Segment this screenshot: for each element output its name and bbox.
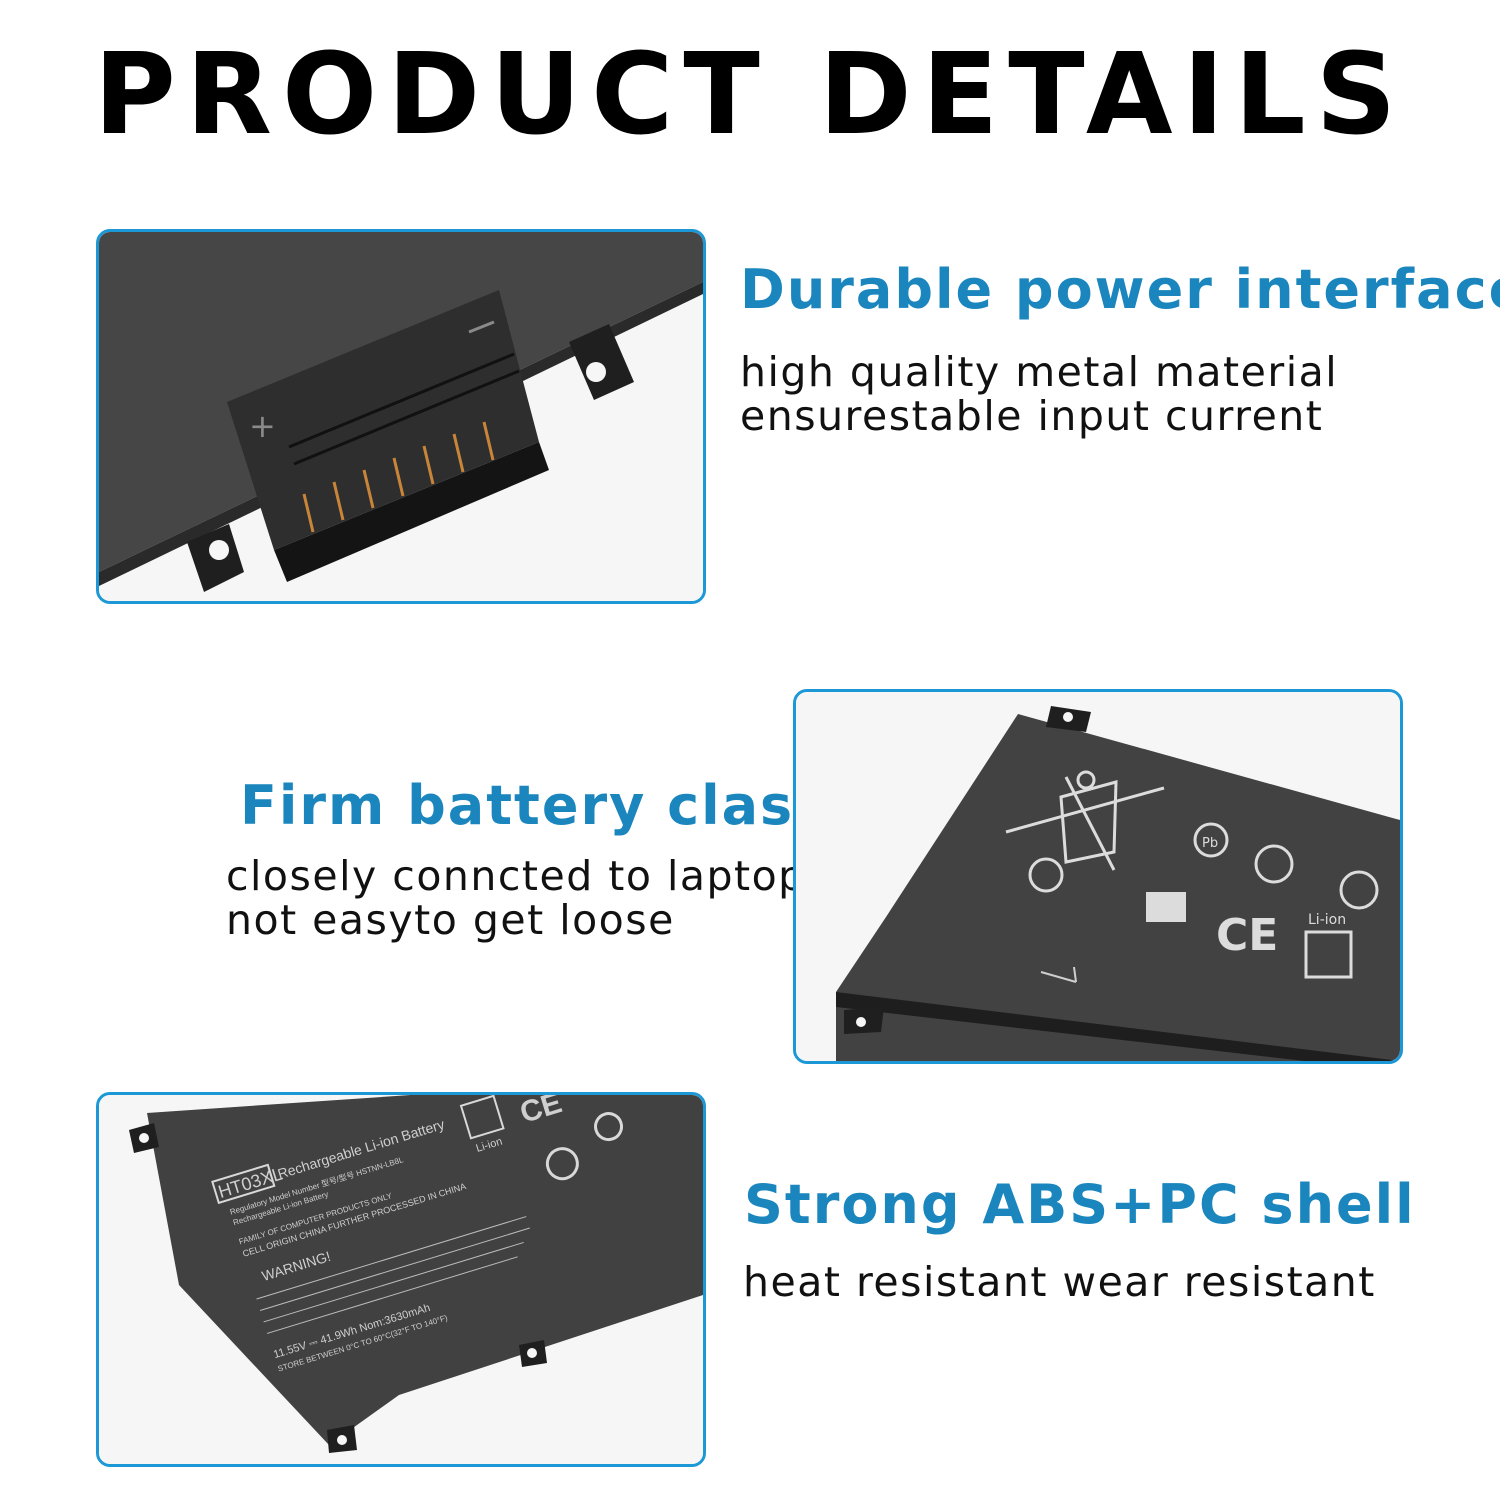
feature-desc-power-interface: high quality metal material ensurestable…	[740, 350, 1338, 438]
battery-label-logos: CE Li-ion	[1146, 892, 1353, 979]
svg-text:Pb: Pb	[1202, 836, 1218, 851]
feature-desc-line: closely conncted to laptop	[226, 852, 806, 900]
feature-heading-power-interface: Durable power interface	[740, 258, 1500, 321]
feature-desc-abs-pc-shell: heat resistant wear resistant	[743, 1260, 1376, 1304]
feature-heading-abs-pc-shell: Strong ABS+PC shell	[744, 1173, 1416, 1236]
wheelie-bin-icon	[1005, 770, 1165, 871]
connector-pins	[302, 421, 495, 533]
abs-pc-shell-image: HT03XL Rechargeable Li-ion Battery Regul…	[96, 1092, 706, 1467]
ce-mark: CE	[1216, 910, 1278, 961]
li-ion-mark: Li-ion	[1308, 912, 1346, 928]
feature-desc-line: high quality metal material	[740, 348, 1339, 396]
battery-clasp-image: Pb CE Li-ion	[793, 689, 1403, 1064]
feature-desc-line: not easyto get loose	[226, 896, 675, 944]
feature-heading-battery-clasp: Firm battery clasp	[240, 774, 835, 837]
feature-desc-line: ensurestable input current	[740, 392, 1324, 440]
feature-desc-line: heat resistant wear resistant	[743, 1258, 1376, 1306]
power-interface-image: +	[96, 229, 706, 604]
feature-desc-battery-clasp: closely conncted to laptop not easyto ge…	[226, 854, 806, 942]
safety-icon	[1028, 822, 1379, 910]
page-title: PRODUCT DETAILS	[93, 30, 1407, 160]
svg-text:+: +	[249, 407, 276, 445]
